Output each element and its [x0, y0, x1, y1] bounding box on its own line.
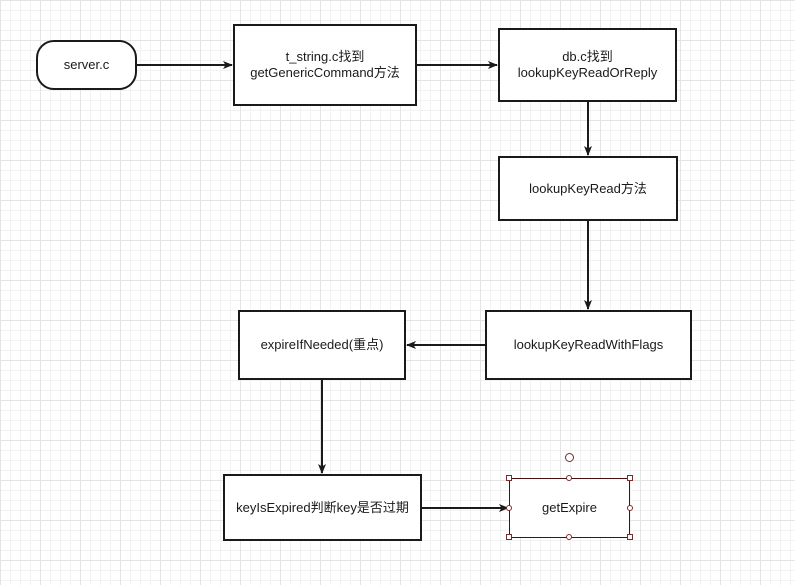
- node-label: server.c: [63, 57, 110, 72]
- resize-handle-left[interactable]: [506, 505, 512, 511]
- node-label: expireIfNeeded(重点): [260, 337, 384, 352]
- resize-handle-top-left[interactable]: [506, 475, 512, 481]
- node-label-line-1: db.c找到: [562, 49, 613, 64]
- rotate-handle[interactable]: [565, 453, 574, 462]
- node-expireifneeded[interactable]: expireIfNeeded(重点): [238, 310, 406, 380]
- node-lookupkeyread[interactable]: lookupKeyRead方法: [498, 156, 678, 221]
- node-label: t_string.c找到 getGenericCommand方法: [250, 49, 400, 81]
- node-t-string-c[interactable]: t_string.c找到 getGenericCommand方法: [233, 24, 417, 106]
- resize-handle-top-right[interactable]: [627, 475, 633, 481]
- node-label-line-2: lookupKeyReadOrReply: [517, 65, 658, 80]
- node-label: keyIsExpired判断key是否过期: [236, 499, 409, 515]
- node-label: getExpire: [542, 500, 597, 515]
- resize-handle-top[interactable]: [566, 475, 572, 481]
- node-label-line-1: t_string.c找到: [285, 49, 365, 64]
- resize-handle-right[interactable]: [627, 505, 633, 511]
- node-lookupkeyreadwithflags[interactable]: lookupKeyReadWithFlags: [485, 310, 692, 380]
- node-db-c[interactable]: db.c找到 lookupKeyReadOrReply: [498, 28, 677, 102]
- node-label: lookupKeyReadWithFlags: [513, 337, 664, 352]
- node-keyisexpired[interactable]: keyIsExpired判断key是否过期: [223, 474, 422, 541]
- node-server-c[interactable]: server.c: [36, 40, 137, 90]
- node-label: lookupKeyRead方法: [529, 180, 647, 196]
- resize-handle-bottom[interactable]: [566, 534, 572, 540]
- node-label: db.c找到 lookupKeyReadOrReply: [518, 49, 657, 81]
- resize-handle-bottom-left[interactable]: [506, 534, 512, 540]
- resize-handle-bottom-right[interactable]: [627, 534, 633, 540]
- node-getexpire[interactable]: getExpire: [509, 478, 630, 538]
- node-label-line-2: getGenericCommand方法: [250, 65, 400, 80]
